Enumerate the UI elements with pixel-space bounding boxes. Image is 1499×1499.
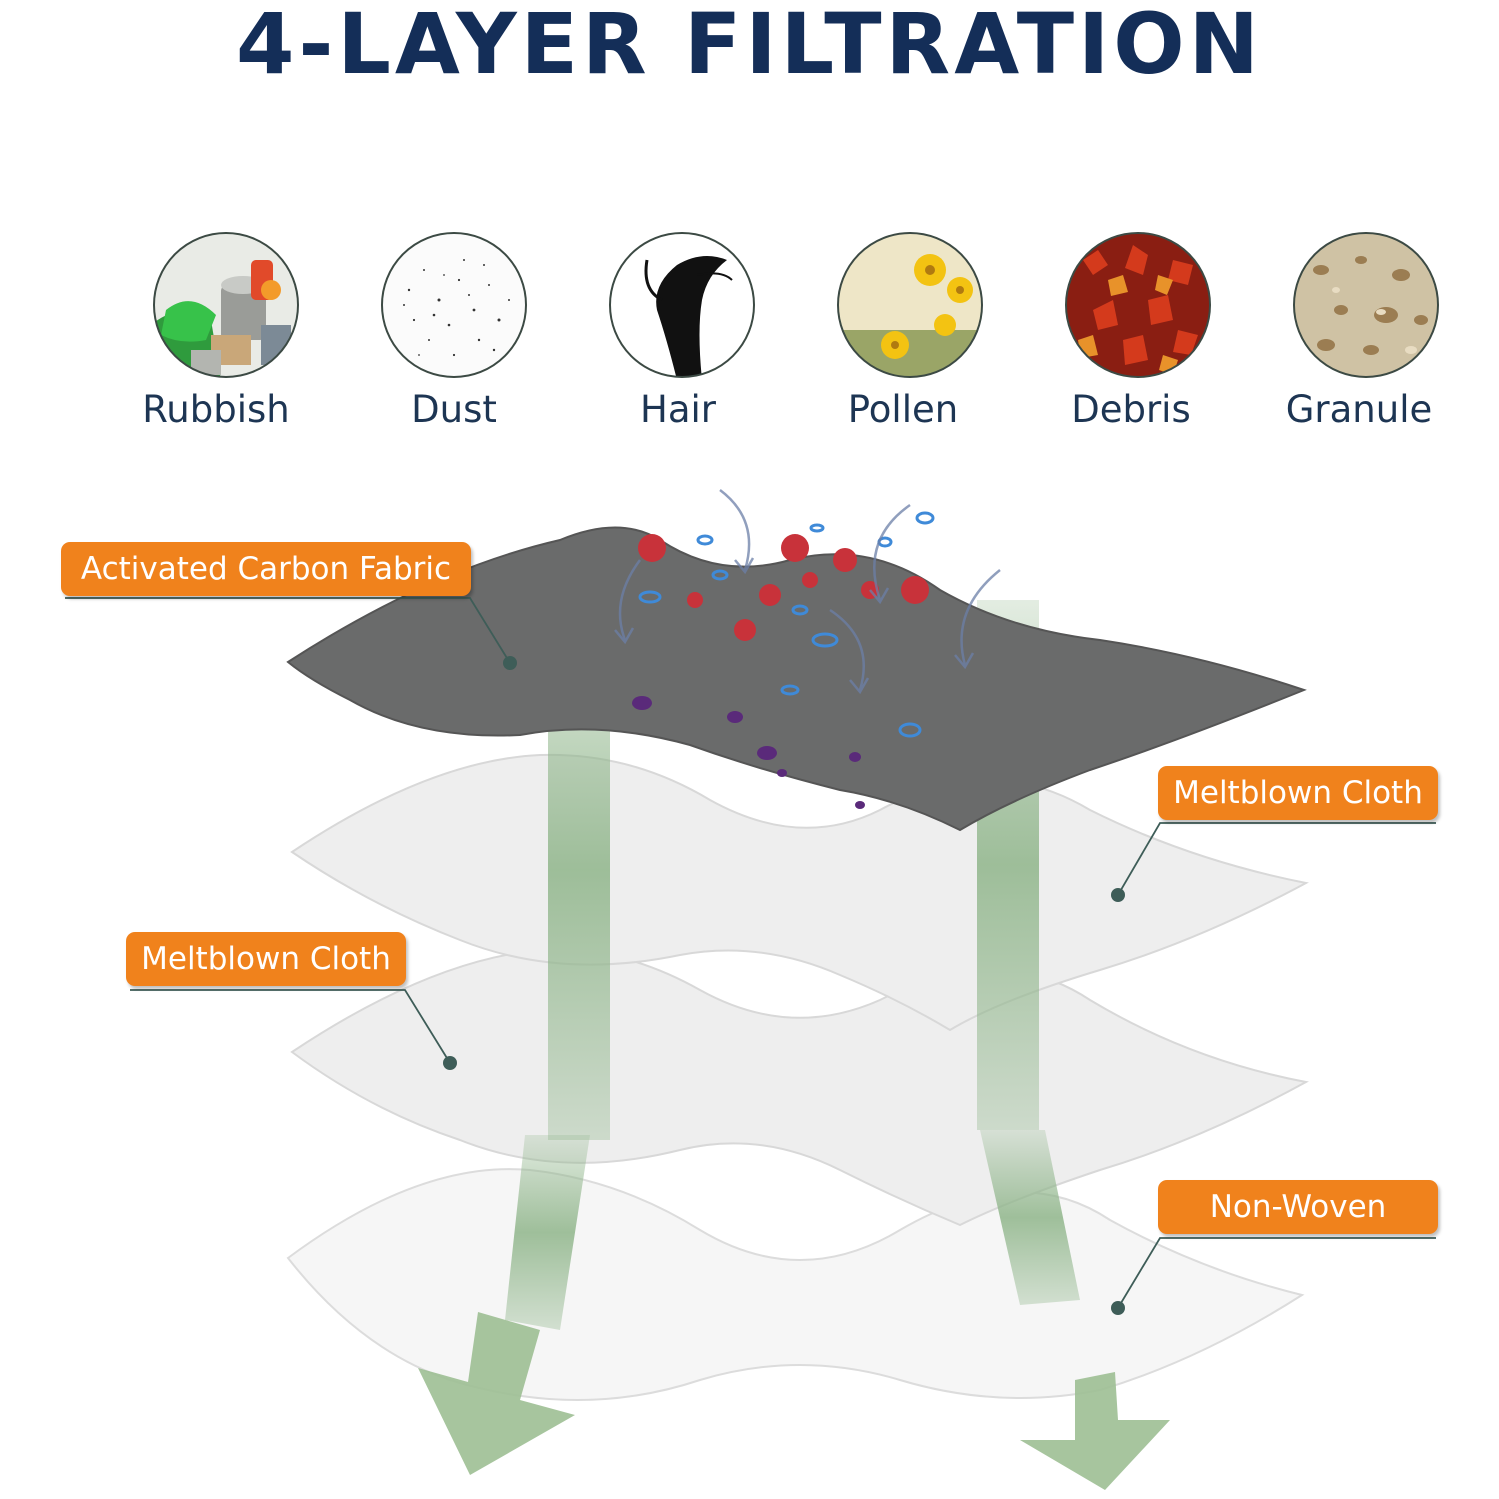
granule-icon [1291, 230, 1441, 380]
output-arrow-right [1020, 1372, 1170, 1490]
page-title: 4-LAYER FILTRATION [236, 0, 1263, 93]
dust-label: Dust [411, 388, 497, 431]
tag-meltblown-cloth-upper: Meltblown Cloth [1158, 766, 1438, 820]
purple-particles [632, 696, 865, 809]
leader-dots [443, 656, 1125, 1315]
rubbish-label: Rubbish [142, 388, 290, 431]
output-arrow-left [418, 1312, 575, 1475]
debris-icon [1063, 230, 1213, 380]
hair-icon [607, 230, 757, 380]
pollen-label: Pollen [847, 388, 959, 431]
dust-icon [379, 230, 529, 380]
granule-label: Granule [1285, 388, 1433, 431]
tag-non-woven: Non-Woven [1158, 1180, 1438, 1234]
debris-label: Debris [1071, 388, 1191, 431]
rubbish-icon [151, 230, 301, 380]
non-woven-layer [286, 1168, 1305, 1401]
tag-meltblown-cloth-lower: Meltblown Cloth [126, 932, 406, 986]
tag-activated-carbon-fabric: Activated Carbon Fabric [61, 542, 471, 596]
airflow-column-right-lower [980, 1130, 1080, 1305]
airflow-column-left-lower [505, 1135, 590, 1330]
hair-label: Hair [640, 388, 716, 431]
pollen-icon [835, 230, 985, 380]
particles [638, 534, 929, 641]
meltblown-cloth-upper-layer [290, 753, 1309, 1032]
incoming-air-arrows [614, 489, 1001, 695]
leader-lines [65, 597, 1436, 1309]
blue-particles [638, 511, 935, 738]
